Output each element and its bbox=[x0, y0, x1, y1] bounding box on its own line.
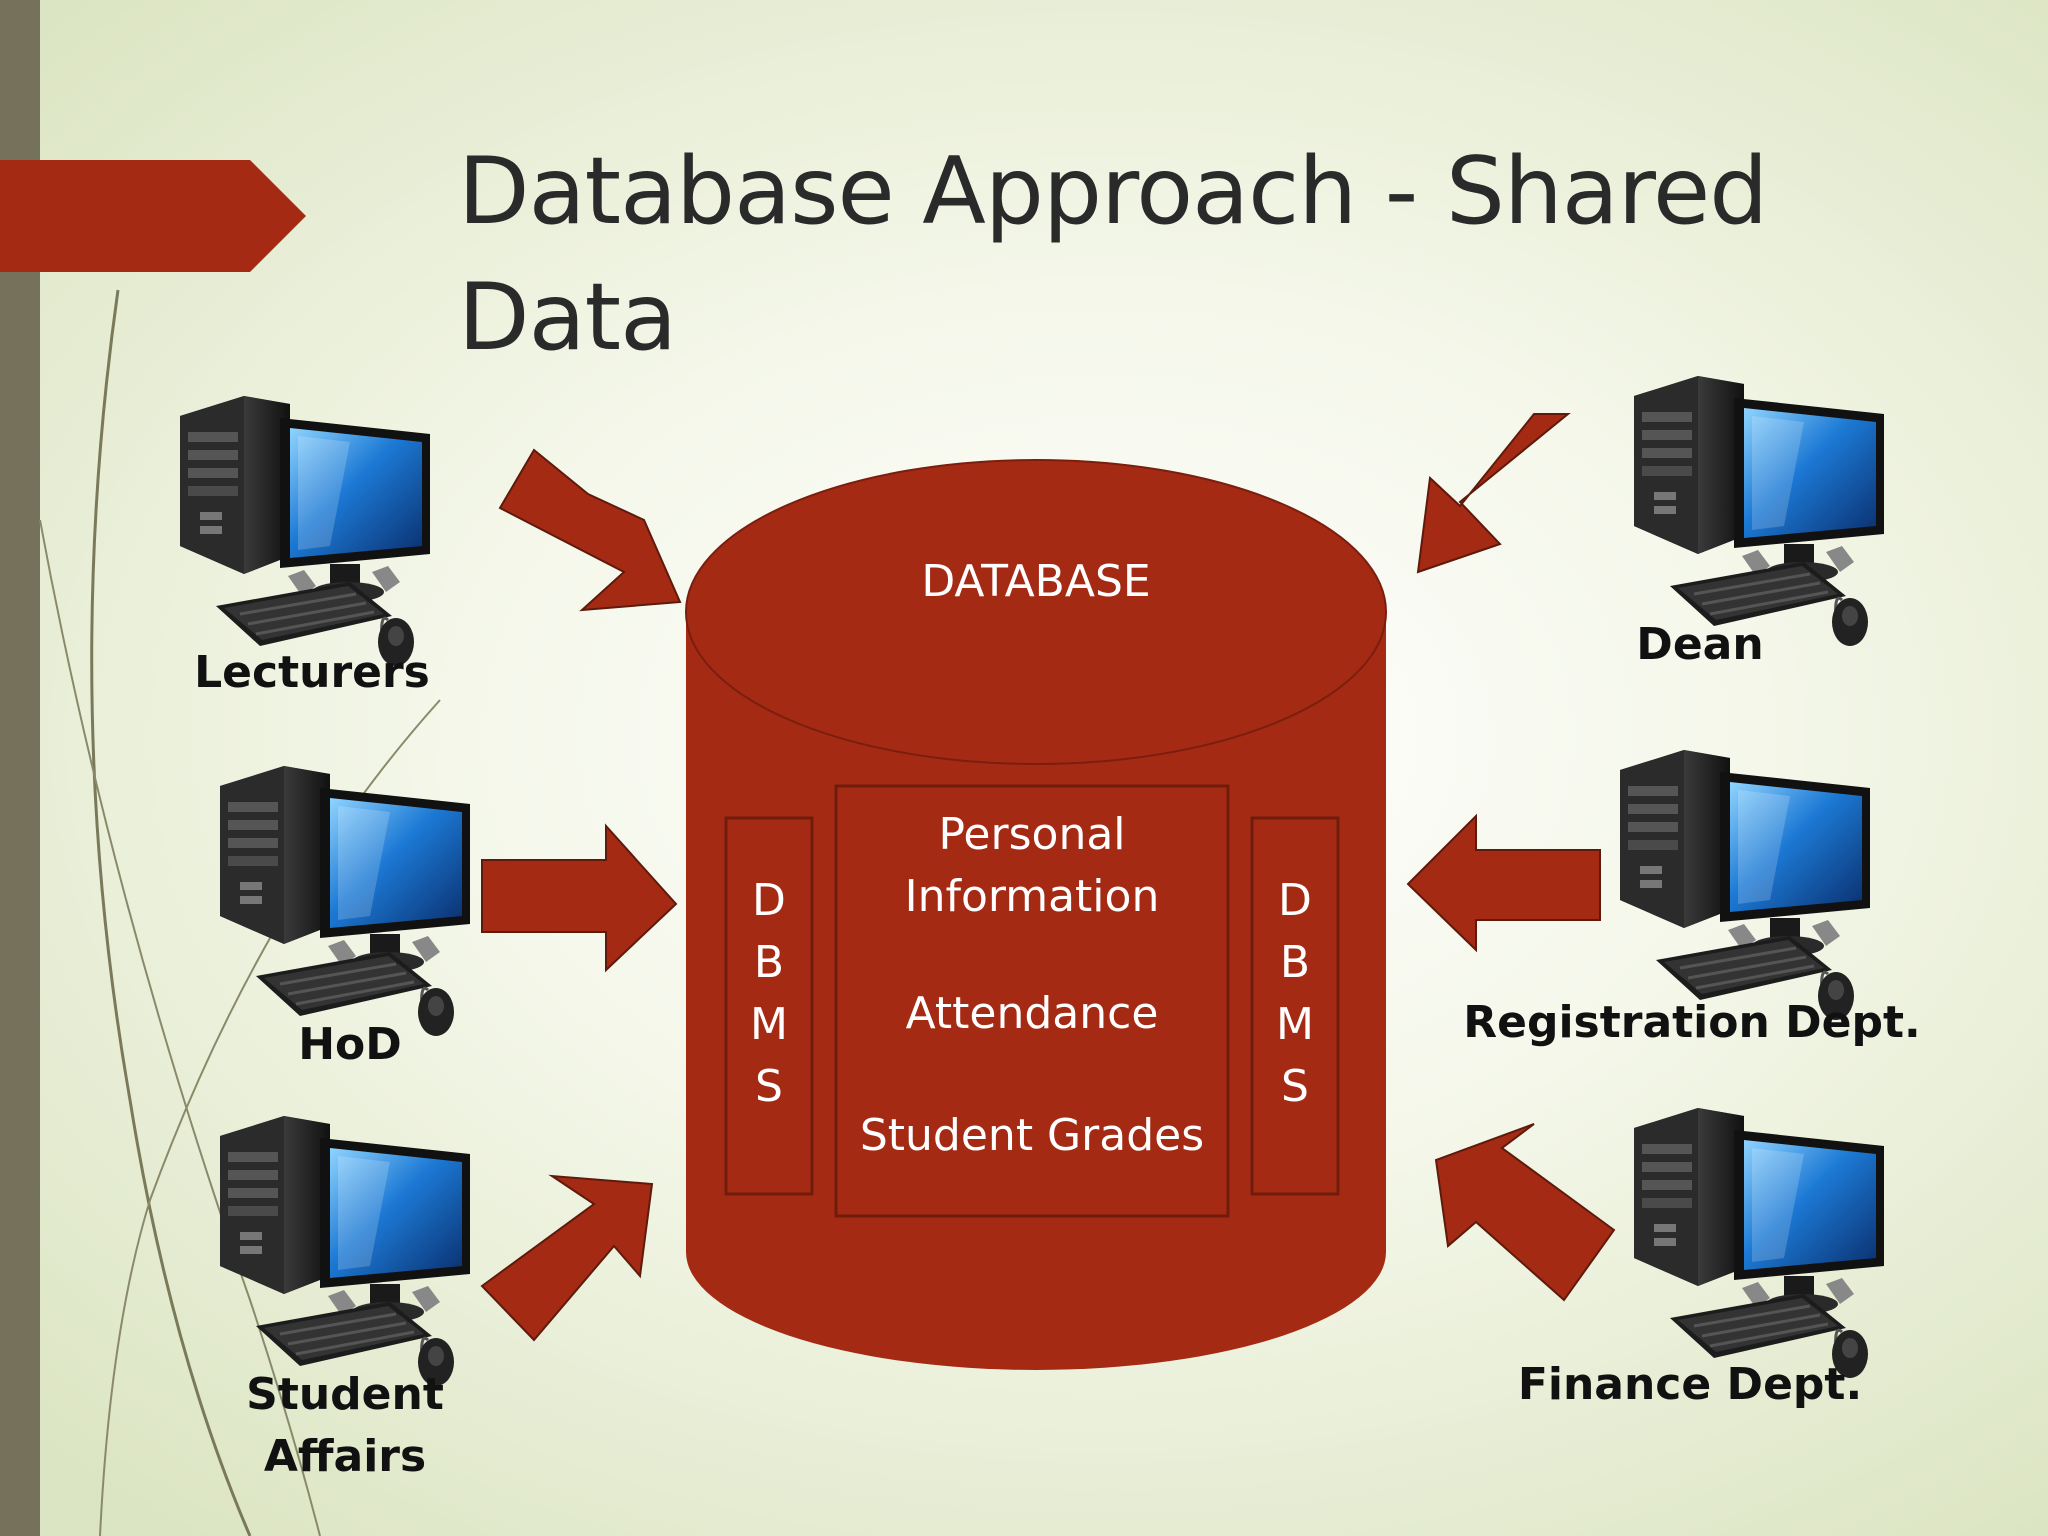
computer-icon bbox=[218, 764, 472, 1038]
dbms-right-box bbox=[1250, 816, 1340, 1196]
dbms-left-box bbox=[724, 816, 814, 1196]
slide-title: Database Approach - Shared Data bbox=[458, 128, 1858, 380]
computer-icon bbox=[1632, 374, 1886, 648]
dbms-right-label: D B M S bbox=[1252, 870, 1338, 1118]
dbms-letter: B bbox=[1279, 937, 1311, 988]
dbms-letter: D bbox=[1278, 875, 1312, 926]
arrow-dean bbox=[1416, 413, 1571, 574]
title-banner-arrow bbox=[0, 160, 306, 272]
data-item-line: Personal bbox=[938, 809, 1126, 860]
data-item-student-grades: Student Grades bbox=[859, 1110, 1205, 1161]
swoosh-line bbox=[90, 289, 252, 1536]
computer-icon bbox=[1632, 1106, 1886, 1380]
data-item-personal-information: Personal Information bbox=[836, 804, 1228, 928]
label-line: Affairs bbox=[263, 1431, 427, 1482]
dbms-letter: D bbox=[752, 875, 786, 926]
dbms-letter: M bbox=[1276, 999, 1314, 1050]
label-finance-dept: Finance Dept. bbox=[1517, 1359, 1863, 1410]
arrow-hod bbox=[481, 823, 678, 973]
arrow-finance bbox=[1434, 1123, 1616, 1302]
computer-icon bbox=[1618, 748, 1872, 1022]
slide-title-line2: Data bbox=[458, 263, 677, 371]
swoosh-line bbox=[39, 519, 321, 1536]
arrow-student-affairs bbox=[480, 1174, 654, 1342]
data-contents-box bbox=[834, 784, 1230, 1218]
dbms-letter: S bbox=[755, 1061, 783, 1112]
label-student-affairs: Student Affairs bbox=[220, 1364, 470, 1488]
label-registration-dept: Registration Dept. bbox=[1463, 997, 1921, 1048]
database-cylinder bbox=[685, 459, 1387, 1370]
dbms-letter: B bbox=[753, 937, 785, 988]
arrow-registration bbox=[1406, 813, 1601, 953]
label-lecturers: Lecturers bbox=[194, 647, 430, 698]
dbms-letter: S bbox=[1281, 1061, 1309, 1112]
data-item-line: Information bbox=[904, 871, 1160, 922]
label-hod: HoD bbox=[298, 1019, 402, 1070]
slide-title-line1: Database Approach - Shared bbox=[458, 137, 1768, 245]
arrow-lecturers bbox=[498, 448, 682, 612]
computer-icon bbox=[178, 394, 432, 668]
dbms-left-label: D B M S bbox=[726, 870, 812, 1118]
data-item-attendance: Attendance bbox=[905, 988, 1159, 1039]
database-label: DATABASE bbox=[921, 556, 1151, 607]
label-line: Student bbox=[246, 1369, 444, 1420]
label-dean: Dean bbox=[1636, 619, 1764, 670]
dbms-letter: M bbox=[750, 999, 788, 1050]
computer-icon bbox=[218, 1114, 472, 1388]
